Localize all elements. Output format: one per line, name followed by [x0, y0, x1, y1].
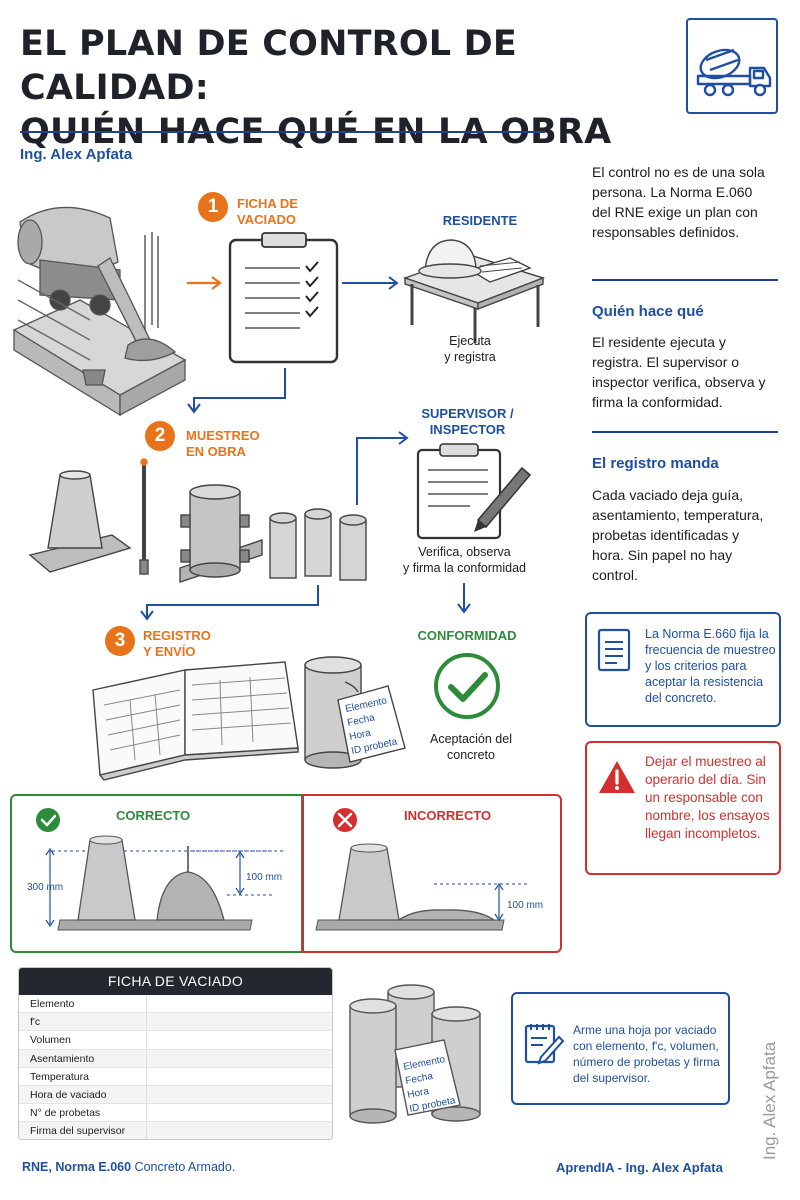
footer-credit: AprendIA - Ing. Alex Apfata — [556, 1160, 723, 1175]
residente-label: RESIDENTE — [442, 213, 518, 228]
step-1-badge: 1 — [198, 192, 228, 222]
norma-e660-text: La Norma E.660 fija la frecuencia de mue… — [645, 627, 776, 705]
correct-panel: 300 mm 100 mm CORRECTO — [10, 794, 303, 953]
table-row: Firma del supervisor — [19, 1122, 332, 1139]
tip-note: Arme una hoja por vaciado con elemento, … — [511, 992, 730, 1105]
checklist-pen-icon — [524, 1024, 565, 1065]
footer-reference: RNE, Norma E.060 Concreto Armado. — [22, 1160, 236, 1174]
sampling-equipment-illustration — [28, 458, 367, 583]
warning-text: Dejar el muestreo al operario del día. S… — [645, 754, 770, 841]
tag2-hora: Hora — [406, 1086, 430, 1101]
sidebar-section-1-body: El residente ejecuta y registra. El supe… — [592, 334, 766, 410]
notebook-register-icon — [92, 661, 299, 781]
table-row: Elemento — [19, 995, 332, 1014]
clipboard-checklist-icon — [228, 232, 339, 364]
document-icon — [597, 628, 631, 672]
step-3-badge: 3 — [105, 626, 135, 656]
table-row: Asentamiento — [19, 1049, 332, 1068]
correct-label: CORRECTO — [116, 808, 191, 823]
sidebar-divider-1 — [592, 279, 778, 281]
signing-clipboard-icon — [416, 443, 532, 540]
incorrect-panel: 100 mm INCORRECTO — [302, 794, 562, 953]
workflow-illustration: Elemento Fecha Hora ID probeta — [12, 206, 546, 781]
conformidad-caption: Aceptación del concreto — [429, 732, 512, 762]
step-2-label: MUESTREO EN OBRA — [186, 428, 260, 459]
check-circle-icon — [434, 653, 500, 719]
incorrect-illustration: 100 mm — [315, 808, 543, 931]
sidebar-divider-2 — [592, 431, 778, 433]
residente-caption: Ejecuta y registra — [444, 334, 496, 364]
title-line-1: EL PLAN DE CONTROL DE CALIDAD: — [20, 24, 518, 108]
ficha-title: FICHA DE VACIADO — [19, 968, 332, 995]
norma-e660-note: La Norma E.660 fija la frecuencia de mue… — [585, 612, 781, 727]
table-row: f'c — [19, 1013, 332, 1032]
step-1-label: FICHA DE VACIADO — [237, 196, 298, 227]
supervisor-label: SUPERVISOR / INSPECTOR — [421, 406, 514, 437]
sidebar-section-1-title: Quién hace qué — [592, 303, 704, 320]
author: Ing. Alex Apfata — [20, 146, 133, 163]
cylinders-with-tag-illustration: Elemento Fecha Hora ID probeta — [349, 984, 481, 1124]
table-row: Volumen — [19, 1031, 332, 1050]
sidebar-intro: El control no es de una sola persona. La… — [592, 164, 765, 240]
step-3-label: REGISTRO Y ENVÍO — [143, 628, 211, 659]
warning-triangle-icon — [599, 761, 635, 793]
vertical-watermark: Ing. Alex Apfata — [760, 1041, 779, 1160]
page-title: EL PLAN DE CONTROL DE CALIDAD: QUIÉN HAC… — [20, 22, 660, 154]
table-row: Temperatura — [19, 1067, 332, 1086]
dim-100b-label: 100 mm — [507, 900, 543, 911]
tagged-cylinder-illustration — [304, 656, 406, 769]
concrete-pour-illustration — [12, 206, 187, 417]
table-row: N° de probetas — [19, 1104, 332, 1123]
supervisor-caption: Verifica, observa y firma la conformidad — [403, 545, 526, 575]
hard-hat-desk-icon — [402, 239, 546, 343]
sidebar-section-2-title: El registro manda — [592, 455, 719, 472]
correct-illustration: 300 mm 100 mm — [27, 808, 284, 931]
dim-300-label: 300 mm — [27, 882, 63, 893]
ficha-de-vaciado-table: FICHA DE VACIADO Elemento f'c Volumen As… — [18, 967, 333, 1140]
table-row: Hora de vaciado — [19, 1085, 332, 1105]
tip-text: Arme una hoja por vaciado con elemento, … — [573, 1023, 720, 1085]
conformidad-label: CONFORMIDAD — [417, 628, 517, 643]
mixer-truck-icon — [686, 18, 778, 114]
dim-100-label: 100 mm — [246, 872, 282, 883]
sidebar-section-2-body: Cada vaciado deja guía, asentamiento, te… — [592, 487, 764, 583]
tag-hora: Hora — [348, 728, 372, 743]
warning-note: Dejar el muestreo al operario del día. S… — [585, 741, 781, 875]
tag2-fecha: Fecha — [404, 1071, 434, 1087]
title-divider — [20, 131, 545, 133]
incorrect-label: INCORRECTO — [404, 808, 492, 823]
step-2-badge: 2 — [145, 421, 175, 451]
